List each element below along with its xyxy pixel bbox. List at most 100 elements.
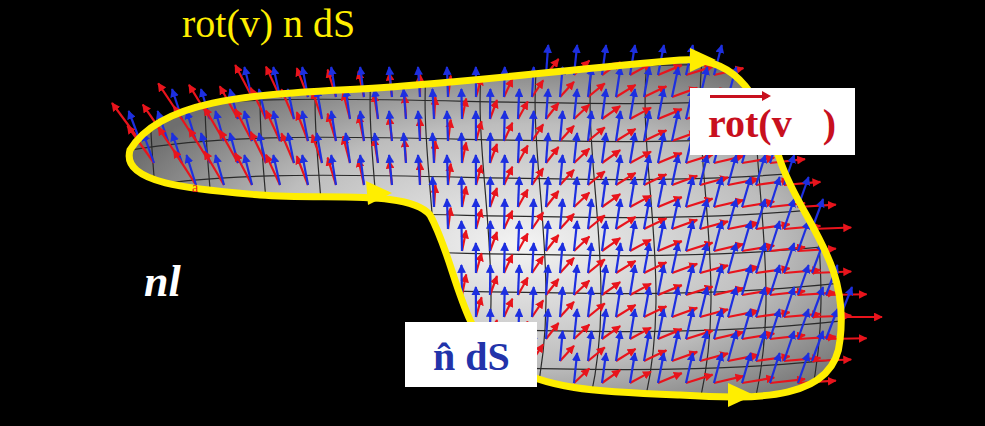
vector-arrow bbox=[630, 177, 635, 207]
vector-arrow bbox=[532, 155, 534, 185]
vector-arrow bbox=[532, 111, 534, 141]
vector-arrow bbox=[235, 109, 252, 141]
vector-arrow bbox=[812, 287, 823, 317]
formula-text: rot(v) n dS bbox=[178, 0, 359, 47]
vector-arrow bbox=[658, 373, 682, 383]
vector-arrow bbox=[503, 199, 506, 229]
vector-arrow bbox=[616, 261, 636, 273]
vector-arrow bbox=[389, 67, 392, 97]
vector-arrow bbox=[360, 155, 364, 185]
vector-arrow bbox=[489, 221, 492, 251]
vector-arrow bbox=[826, 293, 867, 296]
vector-arrow bbox=[644, 331, 649, 361]
vector-arrow bbox=[686, 375, 713, 383]
vector-arrow bbox=[288, 133, 294, 163]
vector-arrow bbox=[489, 265, 492, 295]
vector-arrow bbox=[714, 288, 743, 295]
vector-arrow bbox=[546, 309, 548, 339]
vector-arrow bbox=[518, 265, 519, 295]
vector-arrow bbox=[686, 287, 713, 295]
vector-arrow bbox=[532, 287, 534, 317]
vector-arrow bbox=[714, 200, 743, 207]
vector-arrow bbox=[215, 155, 224, 185]
vector-arrow bbox=[784, 331, 794, 361]
vector-arrow bbox=[728, 311, 759, 317]
vector-arrow bbox=[475, 287, 477, 317]
vector-arrow bbox=[728, 243, 736, 273]
vector-arrow bbox=[174, 150, 196, 185]
vector-arrow bbox=[714, 221, 722, 251]
vector-arrow bbox=[432, 133, 434, 163]
vector-arrow bbox=[503, 155, 506, 185]
vector-arrow bbox=[518, 221, 519, 251]
vector-arrow bbox=[602, 106, 620, 119]
vector-arrow bbox=[700, 221, 728, 229]
vector-arrow bbox=[630, 45, 635, 75]
vector-arrow bbox=[784, 287, 794, 317]
vector-arrow bbox=[244, 155, 252, 185]
vector-arrow bbox=[686, 177, 693, 207]
vector-arrow bbox=[235, 153, 252, 185]
vector-arrow bbox=[700, 243, 707, 273]
vector-arrow bbox=[742, 177, 751, 207]
vector-arrow bbox=[418, 155, 420, 185]
vector-arrow bbox=[331, 155, 336, 185]
vector-arrow bbox=[460, 221, 463, 251]
vector-arrow bbox=[658, 265, 664, 295]
vector-arrow bbox=[644, 243, 649, 273]
vector-arrow bbox=[230, 133, 238, 163]
vector-arrow bbox=[784, 243, 794, 273]
text-fragment: a bbox=[188, 180, 202, 196]
vector-arrow bbox=[560, 287, 563, 317]
vector-arrow bbox=[588, 287, 592, 317]
vector-arrow bbox=[658, 221, 664, 251]
vector-arrow bbox=[244, 67, 252, 97]
vector-arrow bbox=[447, 111, 448, 141]
vector-arrow bbox=[503, 111, 506, 141]
vector-arrow bbox=[588, 155, 592, 185]
vector-arrow bbox=[588, 127, 605, 141]
vector-arrow bbox=[602, 326, 620, 339]
vector-arrow bbox=[588, 303, 605, 317]
vector-arrow bbox=[266, 155, 280, 185]
vector-arrow bbox=[546, 265, 548, 295]
text-fragment: nl bbox=[140, 256, 185, 307]
vector-arrow bbox=[588, 171, 605, 185]
vector-arrow bbox=[588, 331, 592, 361]
vector-arrow bbox=[700, 331, 707, 361]
vector-arrow bbox=[503, 243, 506, 273]
vector-arrow bbox=[616, 173, 636, 185]
vector-arrow bbox=[700, 155, 707, 185]
vector-arrow bbox=[770, 159, 805, 163]
vector-arrow bbox=[518, 133, 519, 163]
vector-arrow bbox=[112, 103, 140, 141]
vector-arrow bbox=[331, 111, 336, 141]
vector-arrow bbox=[574, 265, 577, 295]
vector-arrow bbox=[475, 155, 477, 185]
vector-arrow bbox=[728, 355, 759, 361]
vector-arrow bbox=[389, 155, 392, 185]
vector-arrow bbox=[447, 199, 448, 229]
vector-arrow bbox=[172, 133, 182, 163]
vector-arrow bbox=[714, 309, 722, 339]
vector-arrow bbox=[346, 133, 350, 163]
vector-arrow bbox=[503, 287, 506, 317]
vector-arrow bbox=[616, 349, 636, 361]
vector-arrow bbox=[630, 221, 635, 251]
vector-arrow bbox=[728, 331, 736, 361]
vector-arrow bbox=[714, 177, 722, 207]
vector-arrow bbox=[686, 221, 693, 251]
vector-arrow bbox=[714, 353, 722, 383]
vector-arrow bbox=[518, 177, 519, 207]
vector-arrow bbox=[686, 353, 693, 383]
vector-arrow bbox=[826, 337, 867, 340]
vector-arrow bbox=[560, 111, 563, 141]
vector-arrow bbox=[574, 309, 577, 339]
label-box: rot(v⃗) bbox=[690, 88, 855, 155]
vector-arrow bbox=[672, 199, 678, 229]
vector-arrow bbox=[770, 265, 780, 295]
vector-arrow bbox=[700, 265, 728, 273]
vector-arrow bbox=[686, 199, 713, 207]
vector-arrow bbox=[700, 309, 728, 317]
label-box: n̂ dS bbox=[405, 322, 537, 387]
